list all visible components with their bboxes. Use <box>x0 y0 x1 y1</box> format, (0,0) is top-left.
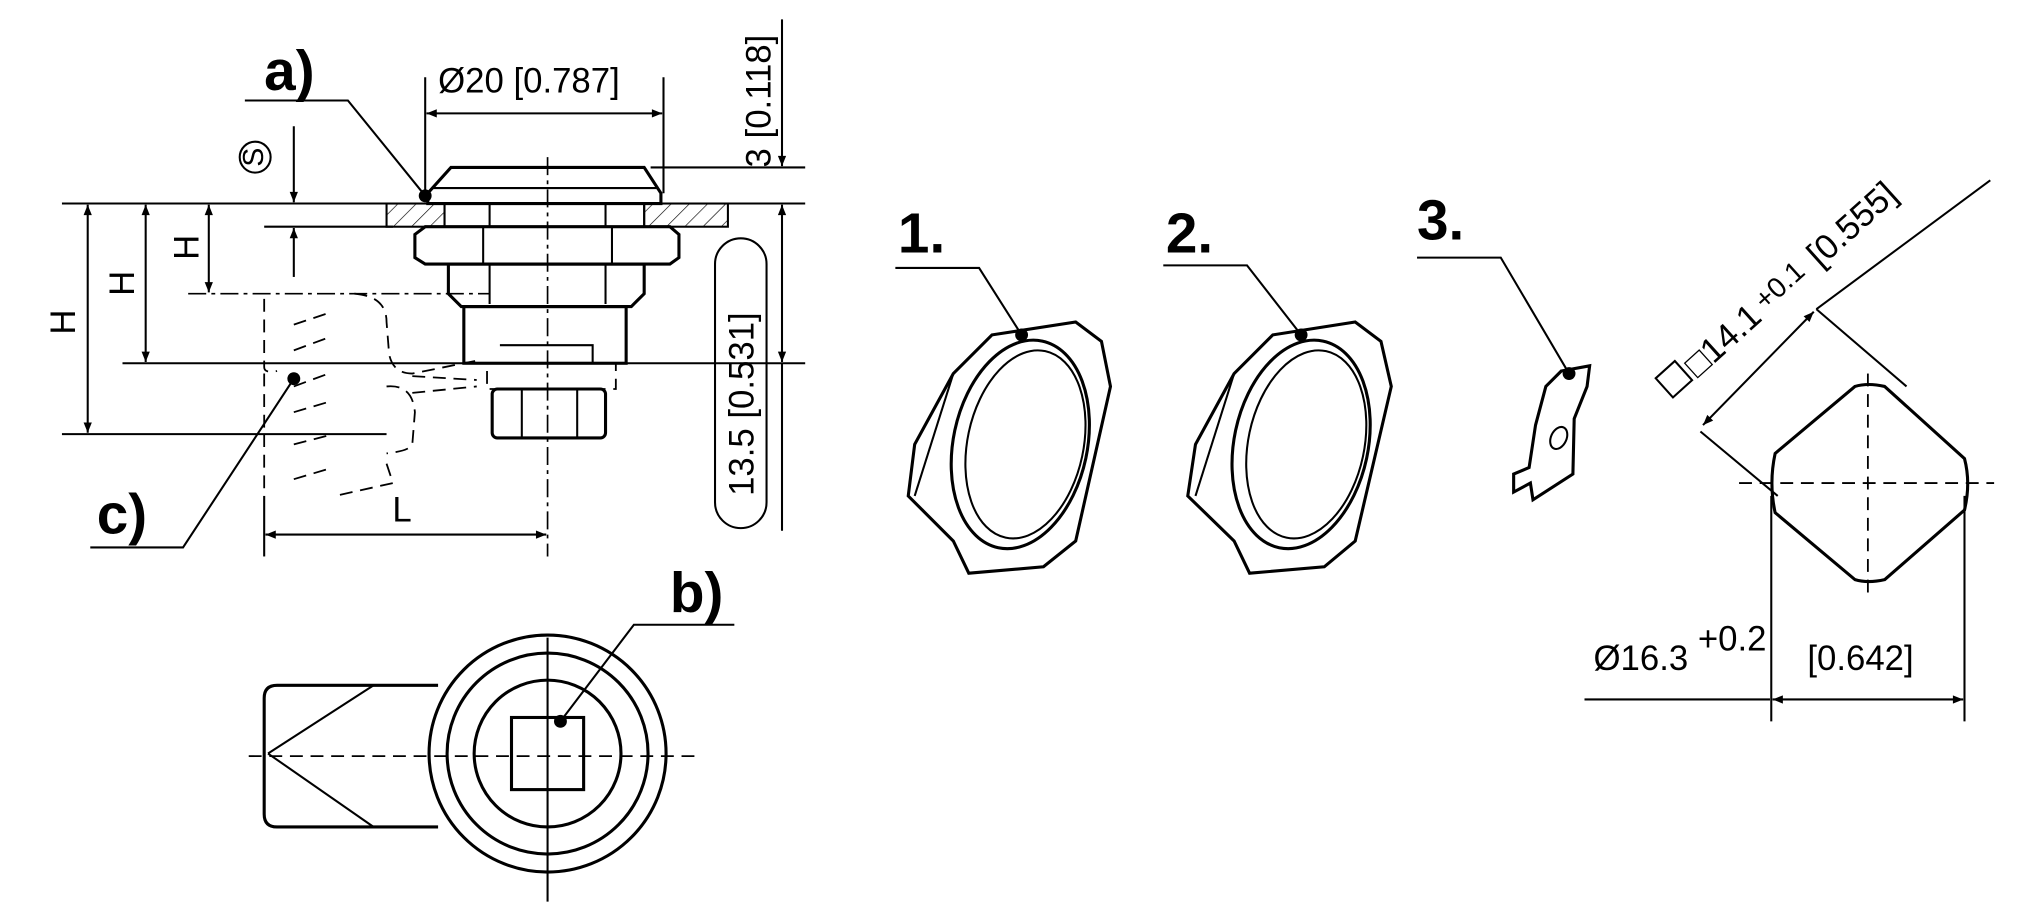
label-c: c) <box>97 483 147 546</box>
s-symbol: S <box>238 148 270 167</box>
side-view: a) Ø20 [0.787] 3 [0.118] S <box>45 19 806 557</box>
end-nut <box>490 387 608 440</box>
dim-overall-height: 13.5 [0.531] <box>724 312 762 496</box>
dim-square-inch: [0.555] <box>1800 175 1904 274</box>
cutout-outline <box>1770 382 1970 584</box>
dim-h-medium: H <box>104 271 142 296</box>
cap-head <box>426 165 663 206</box>
label-part-2: 2. <box>1166 202 1213 265</box>
dim-hole-inch: [0.642] <box>1807 640 1913 678</box>
cam-body <box>462 305 628 365</box>
leader-a <box>244 99 426 197</box>
front-view: b) <box>248 562 735 902</box>
dim-cap-height: 3 [0.118] <box>740 35 778 168</box>
dim-square: □14.1 +0.1 [0.555] <box>1654 175 1905 399</box>
leader-dot-c <box>287 372 301 386</box>
part-3-clip: 3. <box>1417 190 1592 503</box>
dim-pill <box>713 237 768 530</box>
dim-length: L <box>392 492 411 530</box>
cam-positions-phantom <box>263 292 477 497</box>
dim-square-tol: +0.1 <box>1748 255 1811 316</box>
dim-h-large: H <box>45 309 83 334</box>
label-part-3: 3. <box>1417 190 1464 253</box>
s-symbol-circle <box>238 140 272 174</box>
part-1-nut: 1. <box>895 202 1113 575</box>
label-a: a) <box>264 40 314 103</box>
dim-diameter-cap: Ø20 [0.787] <box>438 63 620 101</box>
dim-hole-main: Ø16.3 <box>1594 640 1689 678</box>
dim-h-small: H <box>168 235 206 260</box>
leader-c <box>90 378 295 549</box>
panel-section-left <box>385 202 446 228</box>
dim-hole-tol: +0.2 <box>1698 620 1767 658</box>
label-part-1: 1. <box>898 202 945 265</box>
label-b: b) <box>670 562 723 625</box>
hex-nut <box>413 225 681 266</box>
leader-b <box>559 623 735 722</box>
lock-nut <box>446 262 646 309</box>
cam-blade <box>262 683 439 829</box>
panel-section-right <box>643 202 729 228</box>
panel-cutout: □14.1 +0.1 [0.555] Ø16.3 +0.2 [0.642] <box>1584 175 1995 722</box>
part-2-nut: 2. <box>1163 202 1393 575</box>
